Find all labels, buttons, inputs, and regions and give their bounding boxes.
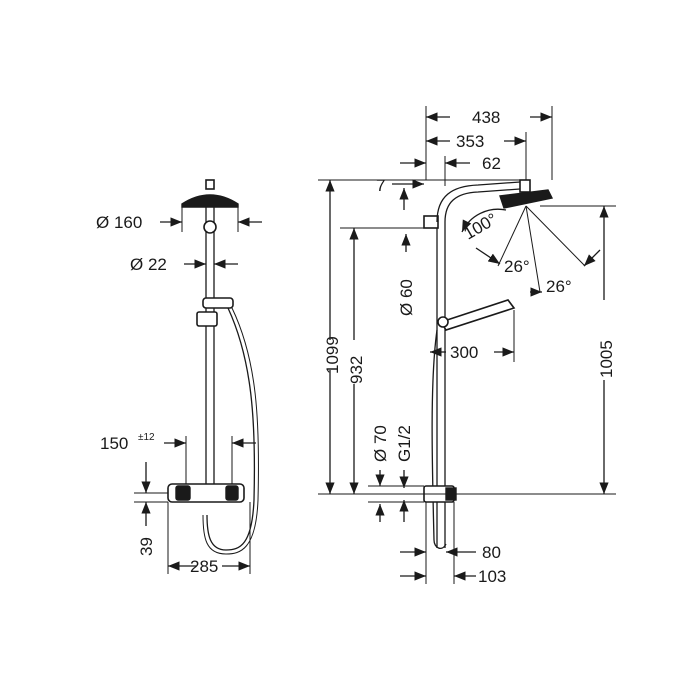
dim-total-height: 1099 bbox=[323, 336, 342, 374]
dim-head-drop: 7 bbox=[376, 176, 385, 195]
front-slider bbox=[196, 311, 218, 327]
front-shower-head bbox=[181, 194, 239, 208]
side-hose bbox=[431, 329, 447, 549]
dim-head-height: 1005 bbox=[597, 340, 616, 378]
dim-mixer-width: 285 bbox=[190, 557, 218, 576]
front-hand-shower bbox=[202, 297, 234, 309]
dim-hand-shower-reach: 300 bbox=[450, 343, 478, 362]
angle-left: 26° bbox=[504, 257, 530, 276]
dim-head-offset: 62 bbox=[482, 154, 501, 173]
front-hose bbox=[206, 307, 256, 551]
dim-rail-height: 932 bbox=[347, 356, 366, 384]
angle-main: 100° bbox=[461, 209, 501, 243]
dim-connection-diameter: Ø 70 bbox=[371, 425, 390, 462]
front-head-cap bbox=[205, 179, 215, 190]
side-wall-bracket bbox=[423, 215, 439, 229]
front-pipe-joint bbox=[203, 220, 217, 234]
dim-wall-offset-1: 80 bbox=[482, 543, 501, 562]
dim-wall-offset-2: 103 bbox=[478, 567, 506, 586]
dim-spread: 150 bbox=[100, 434, 128, 453]
side-slider-joint bbox=[437, 316, 449, 328]
dim-thread: G1/2 bbox=[395, 425, 414, 462]
dim-head-diameter: Ø 160 bbox=[96, 213, 142, 232]
angle-right: 26° bbox=[546, 277, 572, 296]
dim-rail-diameter: Ø 60 bbox=[397, 279, 416, 316]
dim-arm-reach-inner: 353 bbox=[456, 132, 484, 151]
side-view: 438 353 62 7 100° 26° 26° Ø 60 1099 bbox=[318, 106, 616, 586]
dim-spread-tolerance: ±12 bbox=[138, 432, 155, 443]
side-shower-arm bbox=[436, 181, 521, 223]
side-shower-head bbox=[499, 189, 554, 209]
dim-bottom-offset: 39 bbox=[137, 537, 156, 556]
side-hand-shower bbox=[439, 299, 516, 331]
dim-pipe-diameter: Ø 22 bbox=[130, 255, 167, 274]
dim-arm-reach: 438 bbox=[472, 108, 500, 127]
front-view: Ø 160 Ø 22 150 ±12 39 285 bbox=[96, 179, 262, 576]
